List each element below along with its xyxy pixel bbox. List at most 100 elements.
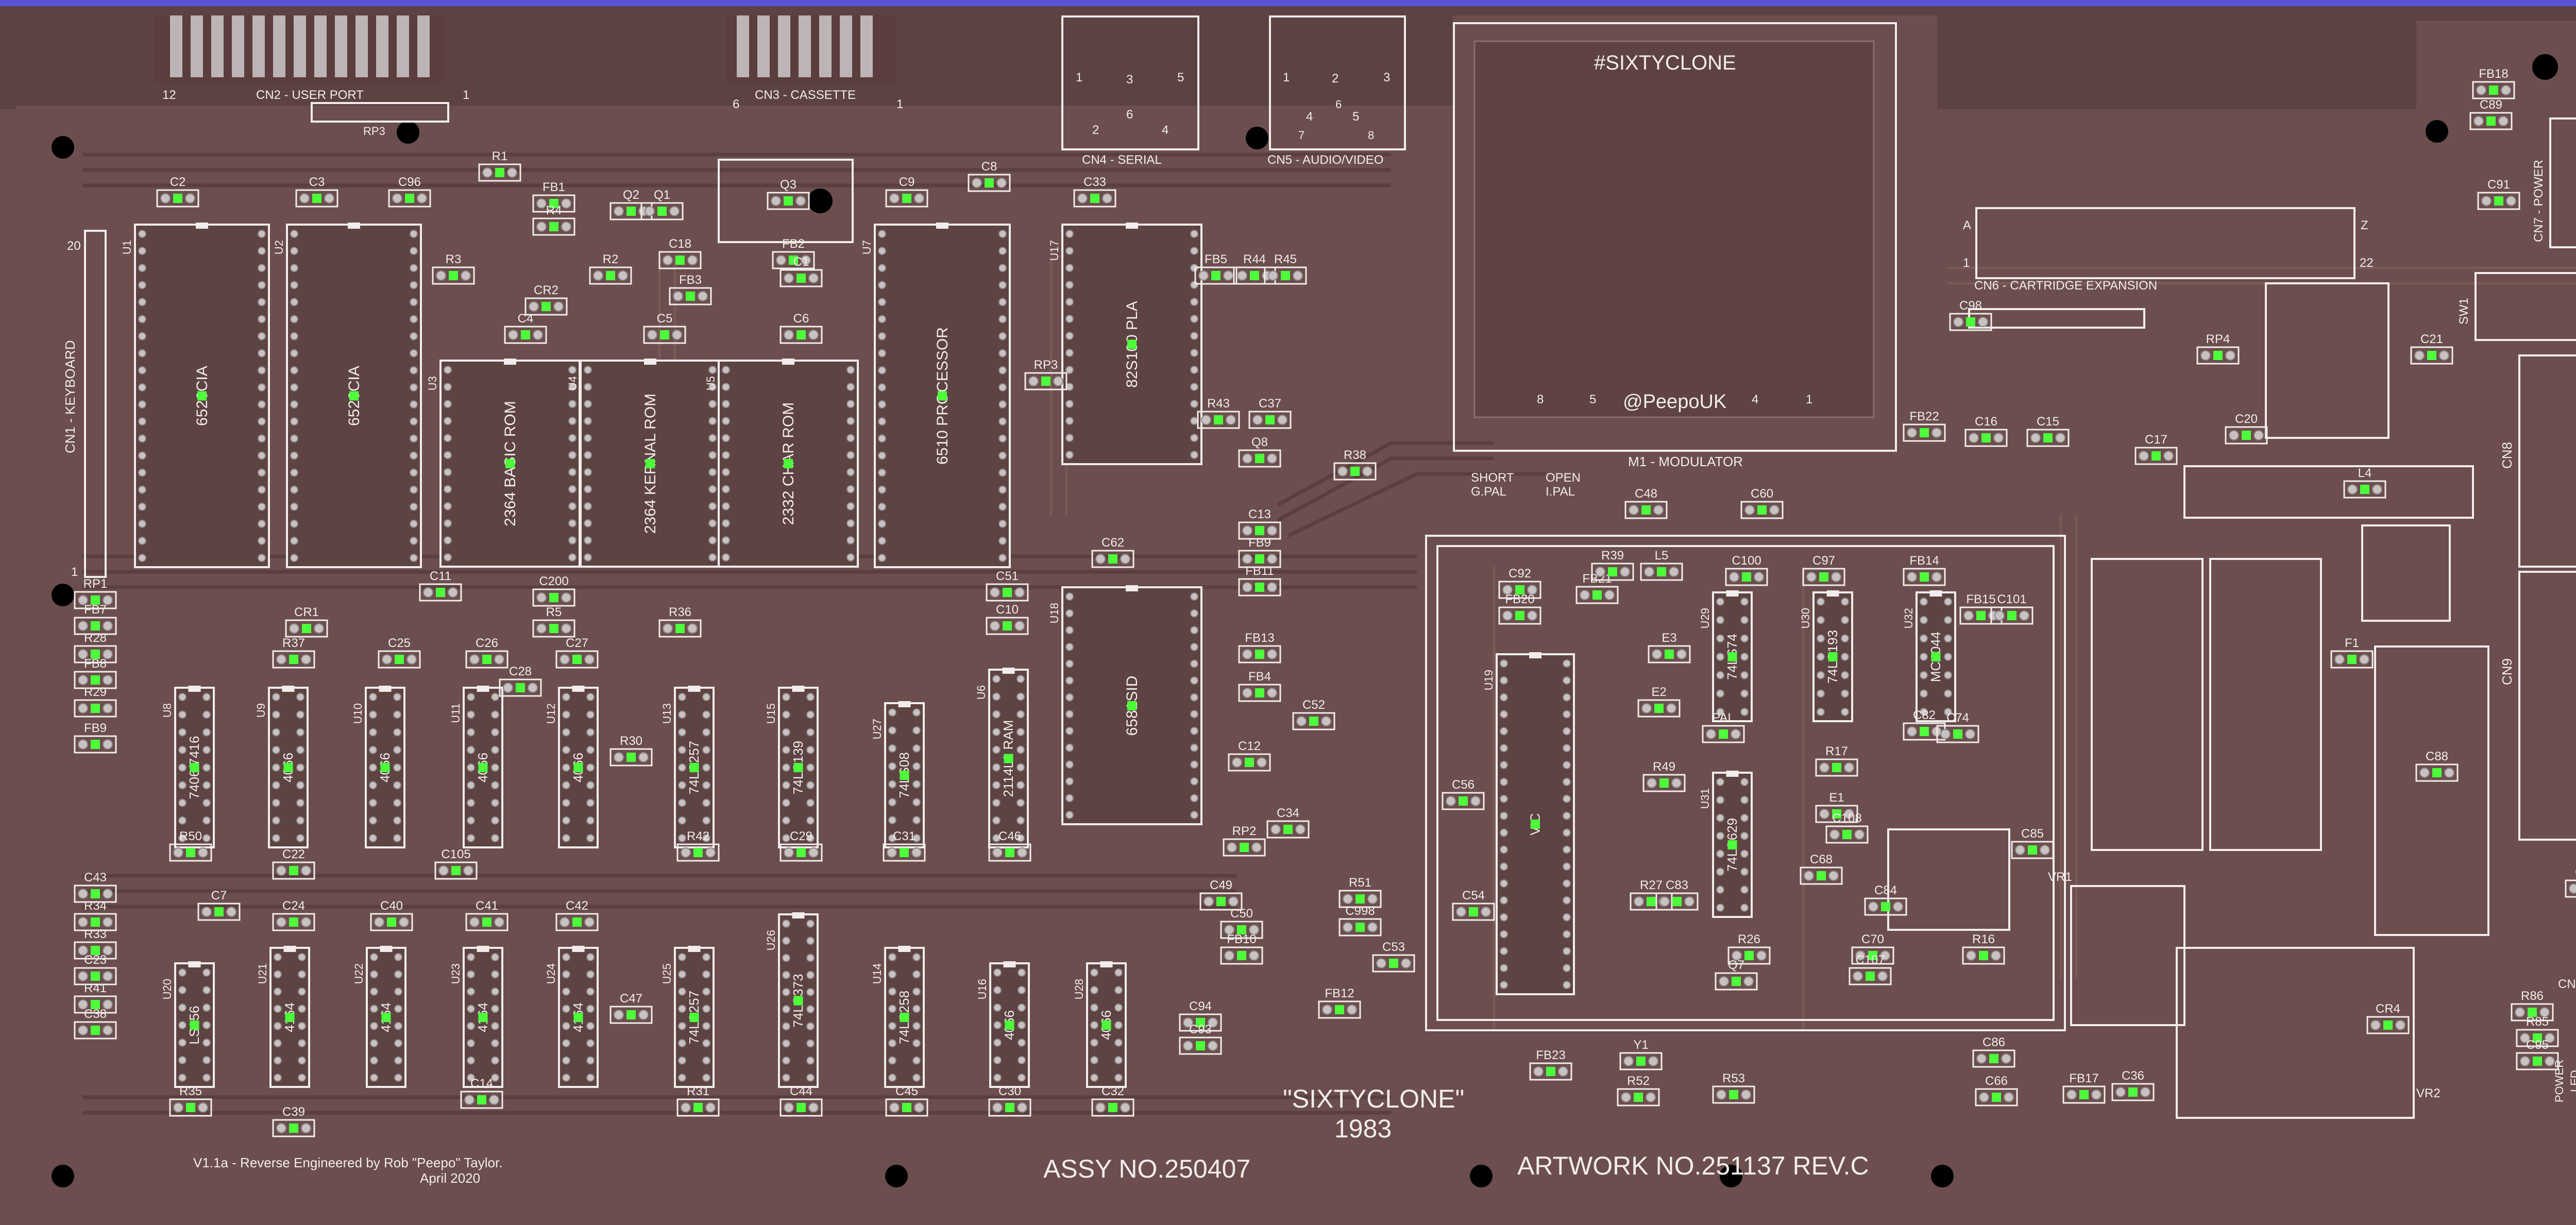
component-pad: [1242, 649, 1252, 659]
chip-pin: [410, 400, 418, 409]
chip-u26: U2674LS373: [765, 912, 819, 1088]
component-c13: C13: [1238, 507, 1281, 540]
chip-pin: [491, 1022, 499, 1030]
component-marker: [2489, 86, 2498, 95]
keyboard-pin-top: 20: [67, 239, 81, 253]
user-port-pin-right: 1: [463, 88, 469, 102]
component-pad: [1641, 703, 1652, 713]
chip-pin: [1500, 896, 1508, 905]
component-pad: [1940, 729, 1951, 739]
chip-pin: [1716, 598, 1724, 606]
chip-pin: [1841, 634, 1849, 643]
chip-pin: [1500, 845, 1508, 854]
chip-pin: [586, 987, 595, 996]
chip-pin: [258, 247, 266, 256]
chip-notch: [1529, 652, 1541, 658]
component-l5: L5: [1640, 549, 1683, 581]
component-r2: R2: [589, 252, 632, 285]
chip-pin: [586, 745, 595, 754]
component-pad: [1232, 757, 1242, 768]
component-pad: [276, 865, 286, 876]
component-pad: [1669, 567, 1679, 577]
component-ref: L4: [2358, 466, 2372, 480]
component-pad: [1226, 415, 1236, 425]
component-c62: C62: [1091, 536, 1134, 568]
chip-pin: [258, 434, 266, 443]
chip-pin: [568, 383, 577, 392]
component-ref: C51: [996, 569, 1019, 583]
chip-pin: [1065, 676, 1074, 685]
chip-marker: [505, 459, 515, 468]
cart-1: 1: [1963, 256, 1970, 270]
chip-u31: U3174LS629: [1699, 771, 1753, 918]
component-pad: [560, 654, 570, 665]
chip-pin: [1016, 816, 1025, 825]
component-ref: E2: [1651, 685, 1666, 699]
chip-pin: [258, 417, 266, 426]
chip-pin: [678, 710, 686, 719]
component-marker: [436, 588, 445, 597]
chip-pin: [782, 745, 790, 754]
chip-pin: [393, 781, 401, 790]
component-outline: [1333, 462, 1377, 481]
component-ref: C17: [2145, 433, 2167, 447]
component-pad: [1819, 762, 1829, 773]
component-ref: C25: [388, 636, 411, 650]
chip-pin: [562, 798, 570, 807]
component-ref: FB12: [1325, 986, 1354, 1000]
component-marker: [1196, 1018, 1205, 1027]
component-outline: [524, 297, 568, 316]
chip-pin: [998, 332, 1007, 341]
chip-pin: [586, 1074, 595, 1082]
chip-pin: [878, 315, 886, 324]
component-pad: [436, 270, 446, 281]
chip-pin: [370, 1005, 378, 1013]
component-r37: R37: [272, 636, 315, 669]
component-c60: C60: [1740, 487, 1784, 519]
chip-pin: [562, 710, 570, 719]
cartridge-outline: [1975, 207, 2355, 279]
component-pad: [173, 1102, 183, 1113]
component-fb12: FB12: [1318, 986, 1361, 1019]
chip-pin: [708, 417, 717, 426]
chip-pin: [298, 987, 306, 996]
component-fb5: FB5: [1194, 252, 1238, 285]
modulator-label: M1 - MODULATOR: [1628, 454, 1743, 469]
chip-ref: U12: [545, 703, 557, 724]
component-ref: FB2: [782, 237, 805, 251]
chip-pin: [1563, 879, 1571, 888]
component-pad: [78, 889, 88, 899]
chip-pin: [1716, 886, 1724, 894]
component-outline: [2225, 426, 2268, 445]
c19-outline: [2374, 645, 2489, 936]
chip-pin: [1563, 744, 1571, 753]
chip-pin: [410, 519, 418, 528]
component-outline: [74, 671, 117, 689]
component-outline: [676, 1098, 720, 1117]
component-outline: [885, 189, 928, 208]
chip-pin: [290, 315, 298, 324]
chip-pin: [370, 953, 378, 961]
component-marker: [572, 655, 582, 664]
component-marker: [214, 907, 224, 916]
component-r38: R38: [1333, 448, 1377, 481]
chip-pin: [467, 953, 475, 961]
component-outline: [2343, 480, 2386, 499]
chip-pin: [912, 708, 921, 717]
component-marker: [1920, 428, 1929, 437]
chip-pin: [1841, 671, 1849, 679]
component-fb8: FB8: [74, 657, 117, 689]
component-marker: [1672, 897, 1682, 906]
component-c96: C96: [388, 175, 431, 208]
component-pad: [1257, 757, 1267, 768]
chip-pin: [702, 816, 710, 825]
component-marker: [1090, 194, 1099, 203]
modulator-pin-8: 8: [1537, 393, 1544, 406]
component-outline: [74, 941, 117, 960]
chip-pin: [290, 554, 298, 562]
component-pad: [2414, 350, 2425, 361]
chip-pin: [708, 519, 717, 528]
c88-outline: [2091, 558, 2204, 851]
component-outline: [1727, 946, 1771, 965]
